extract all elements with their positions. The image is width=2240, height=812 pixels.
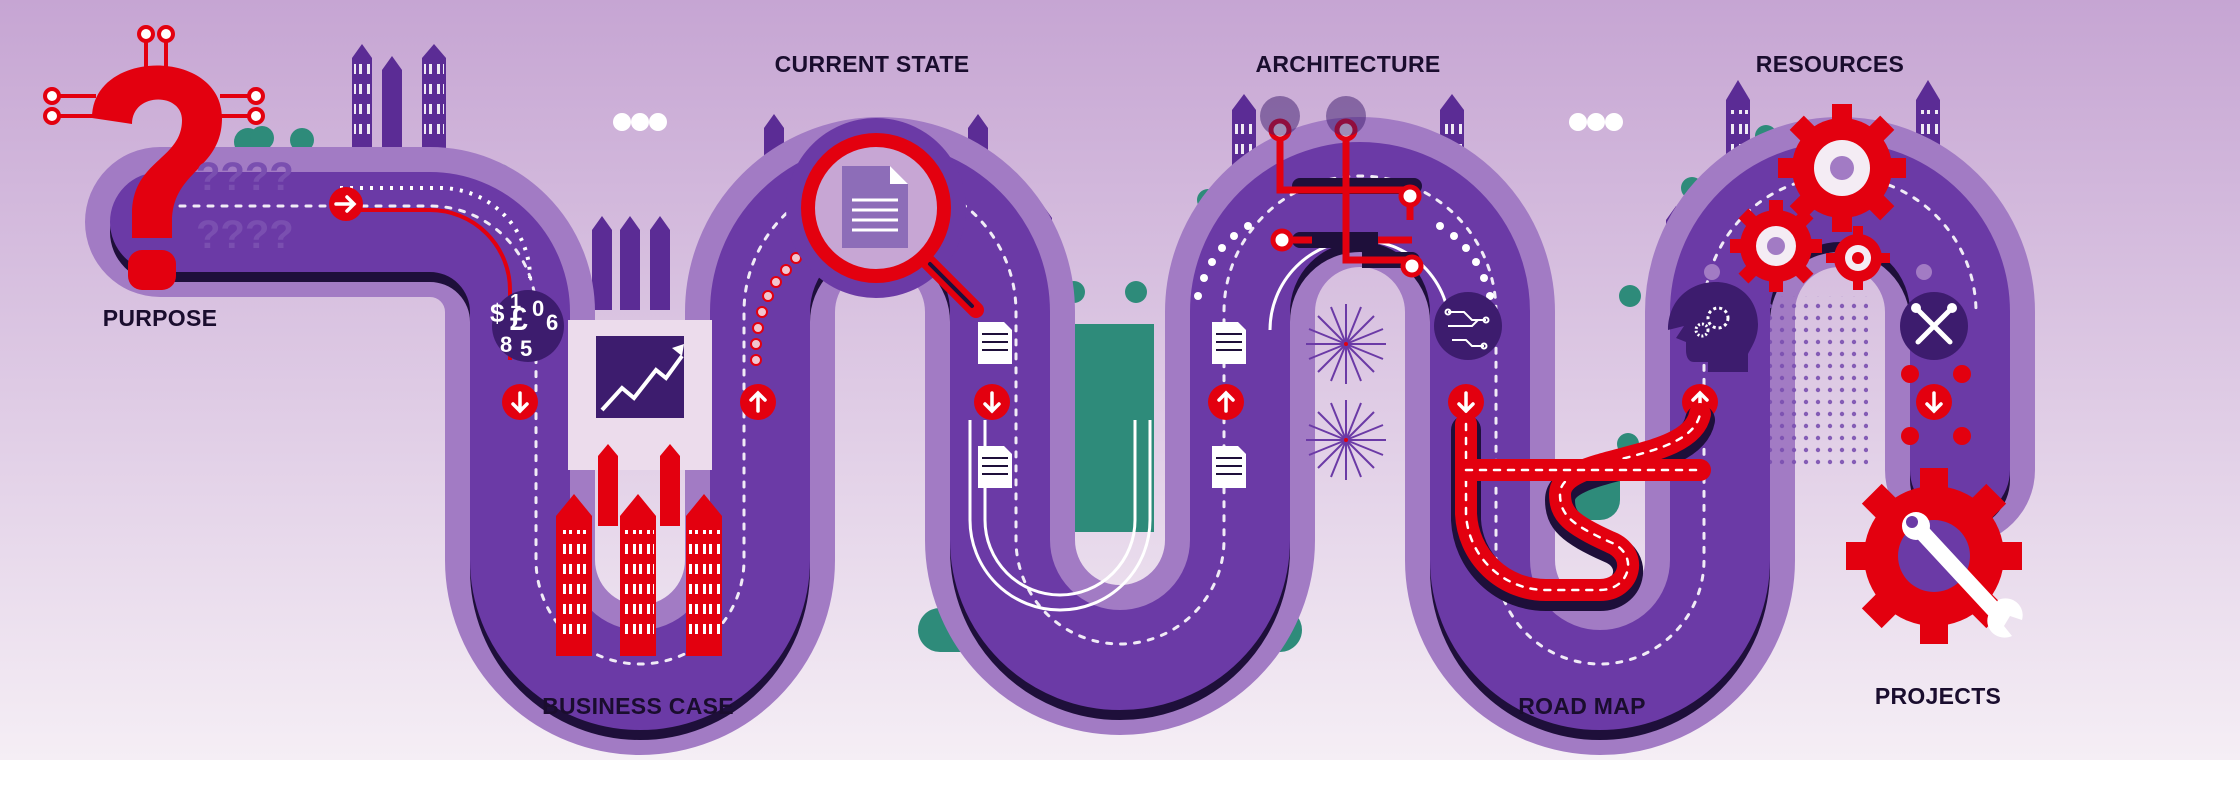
- page-footer-band: [0, 760, 2240, 812]
- stage-label-current-state: CURRENT STATE: [775, 51, 970, 77]
- cloud: [1569, 113, 1623, 131]
- question-marks-row-1: ????: [196, 155, 294, 199]
- arrow-icon: [502, 384, 538, 420]
- cloud: [613, 113, 667, 131]
- currency-badge: $ £ 1 0 6 8 5: [490, 290, 564, 362]
- question-marks-row-2: ????: [196, 213, 294, 257]
- red-building-windows: [558, 530, 720, 640]
- arrow-icon: [1208, 384, 1244, 420]
- document-icon: [1212, 446, 1246, 488]
- dotted-trail: [340, 186, 532, 279]
- circuit-icon: [1434, 292, 1502, 360]
- stage-label-road-map: ROAD MAP: [1518, 693, 1646, 719]
- road-map-path: [1451, 403, 1715, 612]
- dot-field: [1770, 296, 1868, 470]
- pound-glyph: £: [510, 301, 528, 337]
- digit-six: 6: [546, 310, 558, 335]
- tools-icon: [1900, 292, 1968, 360]
- arrow-icon: [1448, 384, 1484, 420]
- gear-icon: [1730, 200, 1822, 292]
- arrow-icon: [974, 384, 1010, 420]
- stage-label-purpose: PURPOSE: [103, 305, 218, 331]
- magnifier-icon: [786, 118, 984, 318]
- architecture-network: [1260, 96, 1424, 278]
- stage-label-resources: RESOURCES: [1756, 51, 1904, 77]
- stage-label-architecture: ARCHITECTURE: [1255, 51, 1440, 77]
- starburst: [1306, 304, 1386, 480]
- digit-five: 5: [520, 336, 532, 361]
- chart-icon: [568, 320, 712, 470]
- question-mark-icon: [43, 25, 265, 290]
- stage-label-business-case: BUSINESS CASE: [542, 693, 734, 719]
- gear-icon: [1778, 104, 1906, 232]
- dollar-glyph: $: [490, 298, 505, 328]
- digit-zero: 0: [532, 296, 544, 321]
- document-icon: [842, 166, 908, 248]
- arrow-icon: [329, 187, 363, 221]
- main-road: [85, 117, 2035, 755]
- digit-one: 1: [510, 291, 521, 313]
- purpose-red-path: [340, 208, 512, 360]
- digit-eight: 8: [500, 332, 512, 357]
- stage-label-projects: PROJECTS: [1875, 683, 2001, 709]
- document-icon: [1212, 322, 1246, 364]
- document-icon: [978, 446, 1012, 488]
- document-icon: [978, 322, 1012, 364]
- arrow-icon: [1916, 384, 1952, 420]
- arrow-icon: [740, 384, 776, 420]
- gear-icon: [1846, 468, 2022, 644]
- architecture-dot-arc: [1194, 222, 1494, 300]
- small-gears: [1704, 264, 1971, 445]
- wrench-icon: [1902, 512, 2023, 638]
- gear-icon: [1826, 226, 1890, 290]
- head-gears-icon: [1668, 282, 1758, 372]
